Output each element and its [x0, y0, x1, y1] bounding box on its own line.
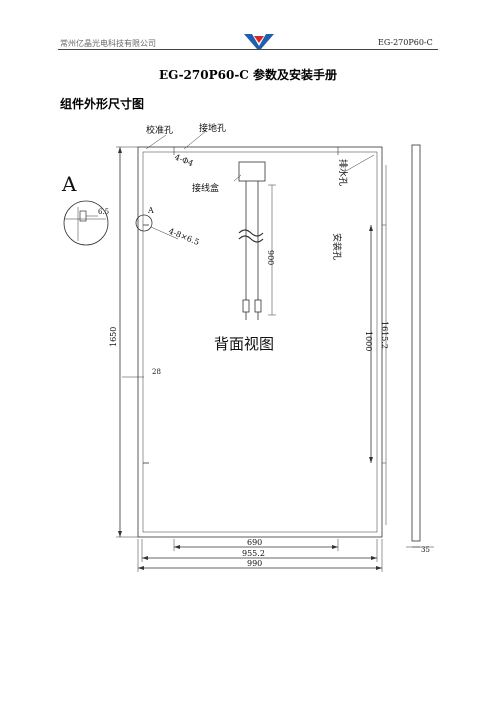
section-heading: 组件外形尺寸图: [60, 97, 145, 111]
dim-cable: 900: [266, 250, 275, 265]
module-frame: [137, 146, 383, 538]
dim-mount-spacing-v: 1000: [364, 331, 373, 351]
junction-box: [238, 161, 266, 182]
mount-hole-marker: [135, 214, 153, 232]
mount-hole-label: 安装孔: [331, 233, 343, 260]
dim-outer-v: 1615.2: [380, 321, 389, 349]
model-code: EG-270P60-C: [378, 38, 433, 47]
junction-box-label: 接线盒: [192, 182, 219, 194]
dim-thickness: 35: [421, 546, 430, 554]
dim-mount-spacing-h: 690: [247, 538, 262, 547]
detail-a-letter: A: [61, 172, 77, 196]
back-view-label: 背面视图: [214, 335, 274, 353]
dim-height: 1650: [109, 327, 118, 347]
detail-a-circle: [63, 200, 109, 246]
module-dimension-drawing: 校准孔 接地孔 4-Φ4 接线盒 排水孔 安装孔 4-8×6.5 A A 6.5…: [61, 122, 434, 572]
ground-hole-label: 接地孔: [199, 122, 226, 134]
detail-a-small-letter: A: [147, 206, 154, 215]
document-title: EG-270P60-C 参数及安装手册: [158, 68, 338, 82]
company-logo: [244, 34, 274, 49]
mount-hole-spec: 4-8×6.5: [167, 227, 200, 247]
company-name: 常州亿晶光电科技有限公司: [60, 39, 156, 48]
ground-hole-spec: 4-Φ4: [173, 153, 194, 169]
drain-hole-label: 排水孔: [337, 159, 349, 186]
detail-dimension: 6.5: [98, 208, 109, 216]
dim-width: 990: [247, 559, 262, 568]
calibration-hole-label: 校准孔: [146, 124, 173, 136]
dim-edge-offset: 28: [152, 368, 161, 376]
side-profile: [411, 144, 421, 542]
module-inner-frame: [142, 151, 378, 533]
dim-outer-h: 955.2: [242, 549, 265, 558]
header-divider: [58, 49, 438, 50]
